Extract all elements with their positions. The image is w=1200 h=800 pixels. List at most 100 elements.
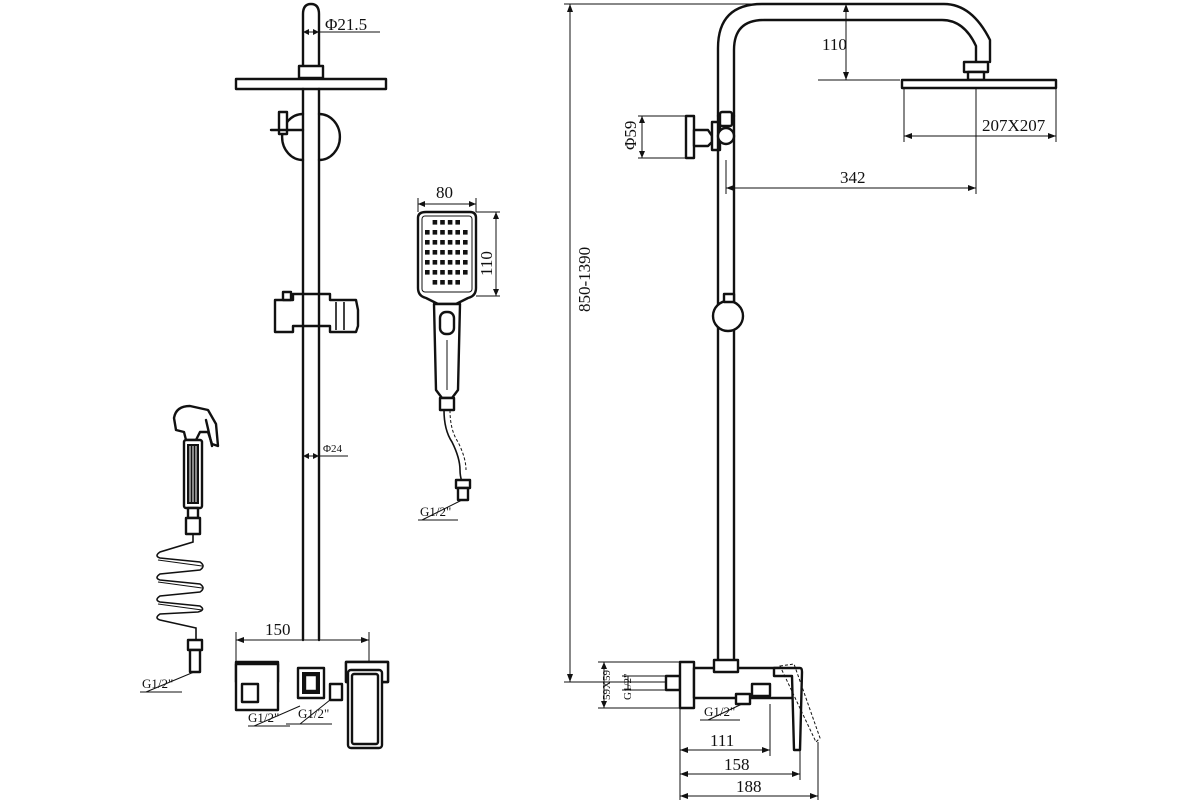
front-overhead-plate — [234, 77, 388, 91]
hand-nozzle — [425, 260, 430, 265]
hand-nozzle — [440, 280, 445, 285]
hand-nozzle — [447, 280, 453, 285]
hand-nozzle — [463, 240, 468, 245]
side-188-label: 188 — [736, 777, 762, 796]
side-lever — [772, 666, 804, 752]
side-bar-socket — [712, 658, 740, 674]
hand-nozzle — [455, 270, 460, 275]
hand-nozzle-grid — [425, 220, 468, 285]
side-head-connector — [962, 60, 990, 74]
side-207-label: 207X207 — [982, 116, 1046, 135]
hand-nozzle — [447, 260, 453, 265]
side-342-label: 342 — [840, 168, 866, 187]
hand-nozzle — [440, 270, 445, 275]
hand-nozzle — [447, 240, 453, 245]
hand-nozzle — [463, 230, 468, 235]
front-pipe-nut — [297, 64, 325, 80]
side-arch-inner — [732, 18, 978, 118]
front-top-pipe — [301, 2, 321, 68]
front-slider-clip — [281, 290, 293, 302]
bidet-nut-top — [184, 516, 202, 536]
hand-shower-hose-texture — [449, 409, 467, 471]
hand-nozzle — [432, 250, 438, 255]
hand-80-label: 80 — [436, 183, 453, 202]
hand-nozzle — [425, 250, 430, 255]
side-110-label: 110 — [822, 35, 847, 54]
hand-nozzle — [432, 240, 438, 245]
bidet-g12-leader — [145, 671, 195, 693]
bidet-coil-hose-inner — [157, 559, 203, 611]
side-diverter-valve — [716, 126, 736, 146]
side-height-label: 850-1390 — [575, 247, 594, 312]
hand-nozzle — [447, 220, 453, 225]
side-g12-bottom-label: G1/2" — [704, 704, 735, 719]
side-g12-bottom-leader — [707, 703, 743, 721]
hand-shower-hose-fitting — [456, 486, 470, 502]
hand-nozzle — [432, 230, 438, 235]
hand-nozzle — [432, 260, 438, 265]
side-wall-flange — [678, 660, 696, 710]
front-g12-right-label: G1/2" — [298, 706, 329, 721]
front-diverter-knob — [277, 110, 289, 136]
front-mixer-right-outlet — [328, 682, 344, 702]
hand-nozzle — [432, 220, 438, 225]
side-lever-alt — [779, 663, 821, 743]
hand-nozzle — [463, 250, 468, 255]
hand-nozzle — [440, 260, 445, 265]
side-lever-base — [750, 682, 772, 698]
hand-nozzle — [440, 220, 445, 225]
side-outlet — [734, 692, 752, 706]
front-dia215-label: Φ21.5 — [325, 15, 367, 34]
hand-shower-hose — [443, 409, 463, 483]
hand-nozzle — [447, 250, 453, 255]
hand-nozzle — [425, 230, 430, 235]
hand-nozzle — [425, 240, 430, 245]
front-dia24-label: Φ24 — [323, 443, 343, 455]
front-slider — [273, 292, 360, 334]
side-5959-label: 59X59 — [601, 670, 613, 700]
bidet-nut-bottom — [186, 638, 204, 652]
front-mixer-center-inner — [303, 673, 319, 693]
hand-nozzle — [463, 260, 468, 265]
bidet-connector — [186, 506, 200, 520]
side-g12-side-label: G1/2" — [622, 674, 634, 701]
front-diverter-disc — [280, 112, 342, 162]
front-view: Φ24 Φ21.5 150 G1/2" G1/2" — [234, 2, 390, 750]
front-g12-left-leader — [253, 705, 301, 727]
bidet-g12-label: G1/2" — [142, 676, 173, 691]
bidet-fitting — [188, 648, 202, 674]
bidet-sprayer: G1/2" — [140, 404, 220, 693]
front-g12-left-label: G1/2" — [248, 710, 279, 725]
hand-g12-leader — [421, 499, 463, 521]
side-111-label: 111 — [710, 731, 734, 750]
front-150-label: 150 — [265, 620, 291, 639]
hand-nozzle — [455, 250, 460, 255]
side-slider-ball — [711, 299, 745, 333]
hand-shower-face — [421, 215, 473, 293]
hand-shower-cone — [438, 396, 456, 412]
hand-shower-button — [438, 310, 456, 336]
hand-nozzle — [455, 220, 460, 225]
hand-g12-label: G1/2" — [420, 504, 451, 519]
hand-nozzle — [447, 230, 453, 235]
side-slider-clip — [722, 292, 736, 304]
hand-nozzle — [432, 270, 438, 275]
front-g12-right-leader — [299, 699, 331, 725]
bidet-trigger — [204, 418, 214, 448]
hand-nozzle — [447, 270, 453, 275]
hand-shower-head — [416, 210, 478, 306]
hand-nozzle — [440, 250, 445, 255]
hand-nozzle — [463, 270, 468, 275]
hand-nozzle — [455, 230, 460, 235]
front-lever-inner — [350, 672, 380, 746]
side-inlet-pipe — [664, 674, 682, 692]
hand-nozzle — [455, 260, 460, 265]
hand-shower: 80 110 G1/2" — [416, 183, 500, 521]
hand-nozzle — [440, 240, 445, 245]
side-diverter-ring — [718, 110, 734, 128]
hand-nozzle — [432, 280, 438, 285]
hand-110-label: 110 — [477, 251, 496, 276]
hand-nozzle — [440, 230, 445, 235]
side-158-label: 158 — [724, 755, 750, 774]
